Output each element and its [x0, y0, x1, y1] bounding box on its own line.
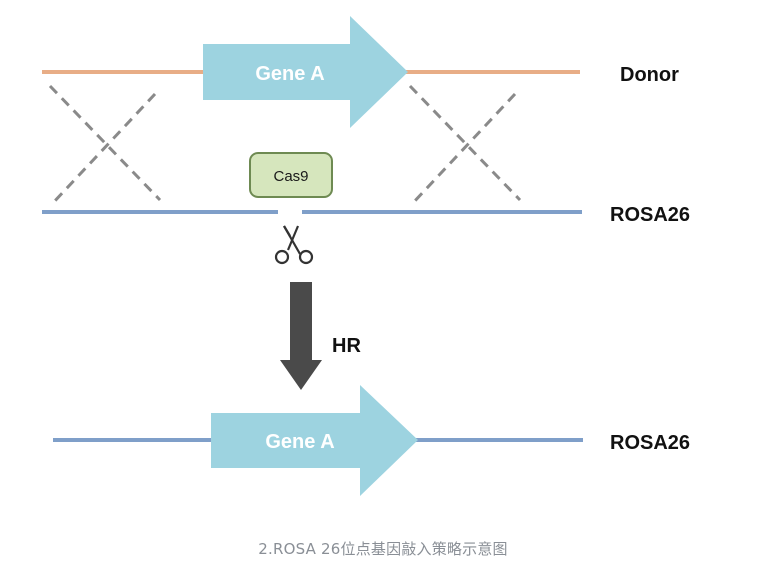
result-gene-label: Gene A	[265, 431, 334, 453]
crossover-left	[48, 84, 162, 206]
crossover-right	[408, 84, 522, 206]
cas9-box: Cas9	[249, 152, 333, 198]
donor-gene-label: Gene A	[255, 63, 324, 85]
result-gene-arrow: Gene A	[211, 385, 418, 496]
cas9-label: Cas9	[273, 168, 308, 185]
donor-gene-arrow: Gene A	[203, 16, 408, 128]
figure-caption: 2.ROSA 26位点基因敲入策略示意图	[258, 540, 508, 558]
hr-arrow-icon	[280, 282, 322, 390]
donor-label: Donor	[620, 64, 679, 86]
hr-label: HR	[332, 335, 361, 357]
scissors-icon	[274, 225, 314, 265]
result-rosa-label: ROSA26	[610, 432, 690, 454]
rosa-label: ROSA26	[610, 204, 690, 226]
